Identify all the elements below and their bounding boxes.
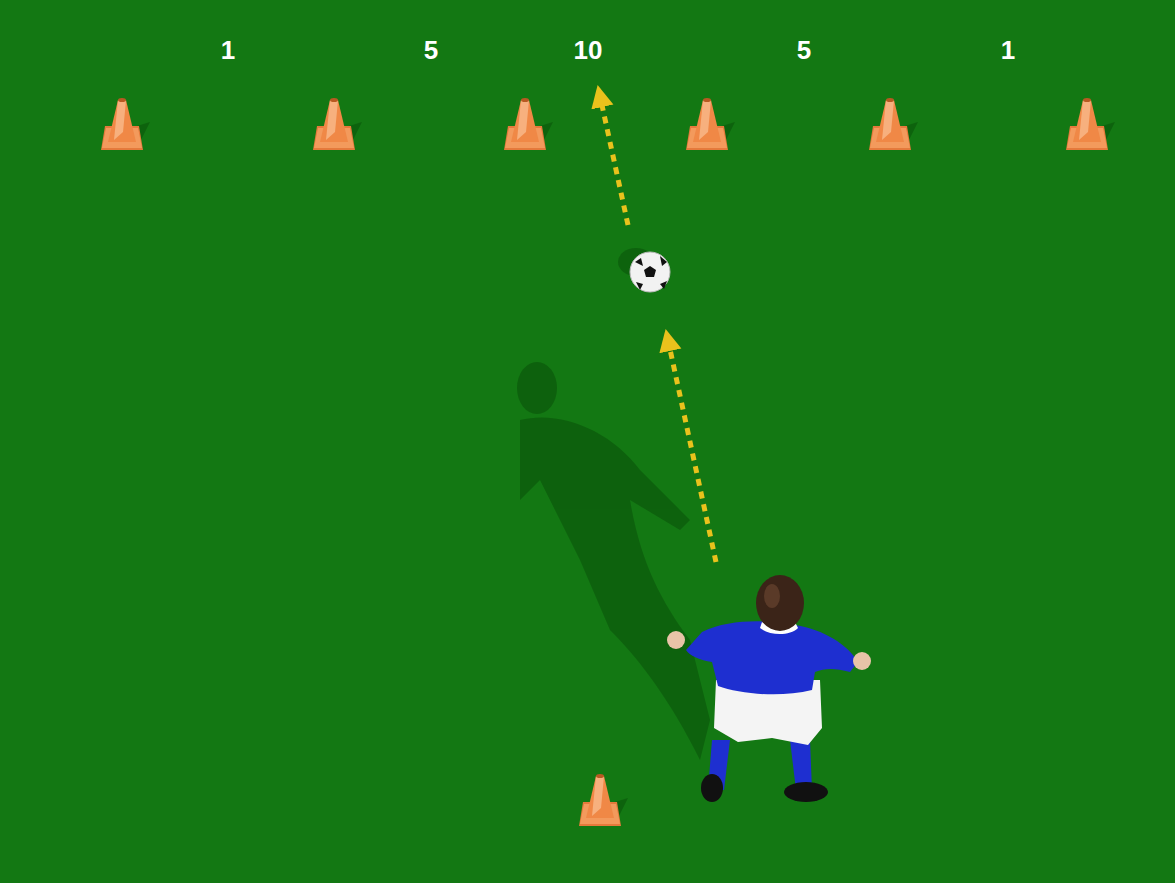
score-value: 1 bbox=[1001, 35, 1015, 65]
soccer-ball bbox=[618, 248, 670, 292]
score-slot: 10 bbox=[574, 35, 603, 66]
score-slot: 5 bbox=[424, 35, 438, 66]
player-figure bbox=[667, 575, 871, 802]
player-shadow bbox=[517, 362, 710, 760]
ball-path-arrow bbox=[600, 96, 716, 562]
start-cone bbox=[579, 774, 628, 826]
score-value: 10 bbox=[574, 35, 603, 65]
score-slot: 5 bbox=[797, 35, 811, 66]
score-value: 5 bbox=[797, 35, 811, 65]
score-value: 5 bbox=[424, 35, 438, 65]
cone-row bbox=[101, 98, 1115, 150]
score-value: 1 bbox=[221, 35, 235, 65]
score-slot: 1 bbox=[1001, 35, 1015, 66]
score-slot: 1 bbox=[221, 35, 235, 66]
